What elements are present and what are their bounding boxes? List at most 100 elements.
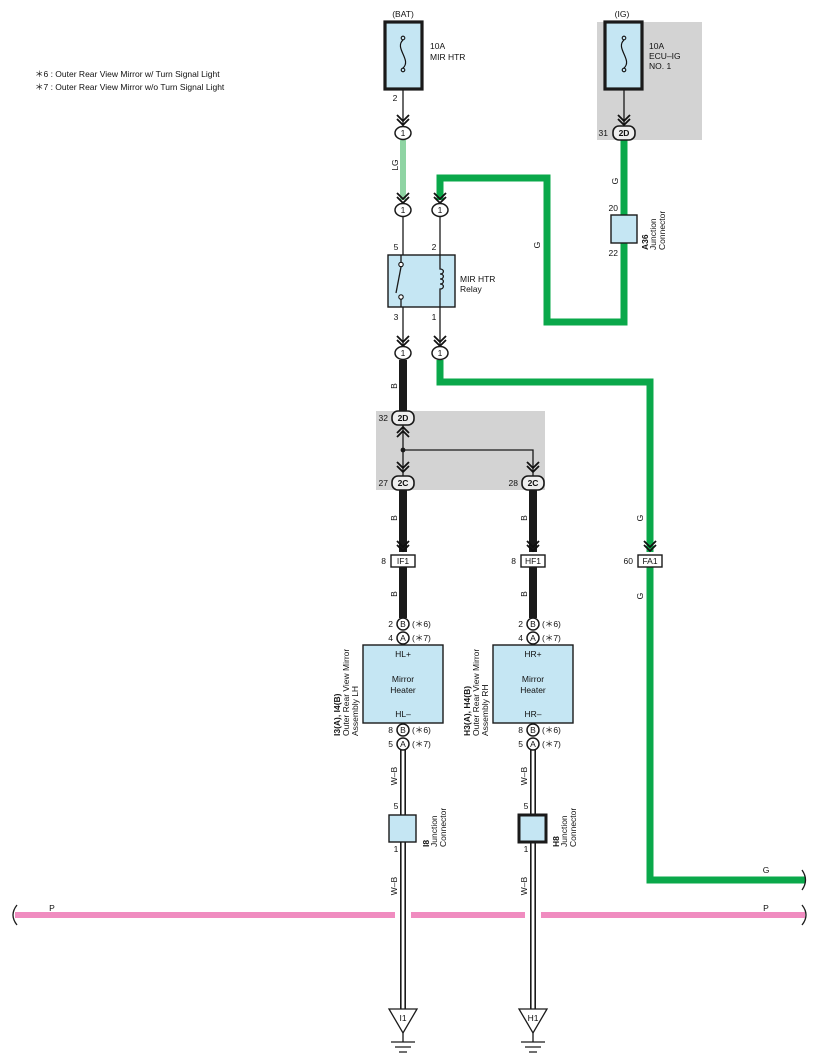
heater-rh-bot-b-id: B [530,725,536,735]
heater-rh-top-b-note: (＊6) [542,619,561,629]
wire-label-b-4: B [389,591,399,597]
wire-g-end-mark [801,869,807,891]
connector-1-top-id: 1 [401,128,406,138]
ground-i1: I1 [387,1008,419,1053]
wire-g-relay-coil-feed [436,174,628,326]
connector-2c-left-id: 2C [398,478,409,488]
relay-pin-3: 3 [394,312,399,322]
heater-lh-top-connector-b: B [396,617,410,631]
connector-fa1-pin: 60 [624,556,634,566]
wire-label-p-2: P [763,903,769,913]
connector-1-low-left: 1 [394,335,412,361]
wire-p-left-end-mark [12,904,18,926]
i8-pin-out: 1 [394,844,399,854]
fuse-mir-htr-pin: 2 [393,93,398,103]
heater-rh-bot-b-pin: 8 [518,725,523,735]
i8-code: I8 [421,840,431,847]
h8-label: Junction [559,815,569,847]
heater-lh-top-b-pin: 2 [388,619,393,629]
heater-rh-bottom-connector-b: B [526,723,540,737]
a36-pin-in: 20 [609,203,619,213]
relay-mir-htr [387,254,456,308]
a36-code: A36 [640,234,650,250]
connector-1-low-left-id: 1 [401,348,406,358]
h8-pin-in: 5 [524,801,529,811]
fuse-ecu-ig-name2: NO. 1 [649,61,671,71]
chevron-down-icon [396,540,410,553]
wire-label-g-5: G [763,865,770,875]
connector-fa1-id: FA1 [642,556,657,566]
heater-rh-code: H3(A), H4(B) [462,686,472,736]
fuse-icon [620,39,628,69]
heater-lh-body: Mirror [392,674,414,684]
fuse-icon [399,39,407,69]
wire-g-fa1-out [646,567,805,884]
heater-lh-body2: Heater [390,685,416,695]
relay-name: MIR HTR [460,274,495,284]
i8-label2: Connector [438,808,448,847]
fuse-ecu-ig-rating: 10A [649,41,664,51]
heater-lh-top-b-note: (＊6) [412,619,431,629]
junction-connector-i8 [388,814,417,843]
heater-rh-bot-a-pin: 5 [518,739,523,749]
heater-lh-name2: Assembly LH [350,686,360,736]
heater-rh-plus: HR+ [524,649,541,659]
wire-label-b-3: B [519,515,529,521]
heater-lh-top-a-id: A [400,633,406,643]
heater-lh-top-connector-a: A [396,631,410,645]
connector-2c-left-pin: 27 [379,478,389,488]
bat-label: (BAT) [392,9,414,19]
heater-rh-bot-a-id: A [530,739,536,749]
connector-2c-right: 2C [521,461,545,491]
connector-2c-right-pin: 28 [509,478,519,488]
wire-label-wb-4: W–B [519,876,529,895]
wire-label-g-4: G [635,593,645,600]
ground-icon [391,1033,415,1053]
heater-rh-top-b-pin: 2 [518,619,523,629]
wire-label-b-5: B [519,591,529,597]
wire-g-to-fa1 [436,360,654,552]
connector-hf1: HF1 [520,540,546,568]
heater-rh-box [492,644,574,724]
connector-hf1-pin: 8 [511,556,516,566]
heater-rh-name: Outer Rear View Mirror [471,649,481,736]
relay-pin-1: 1 [432,312,437,322]
connector-2d-top: 2D [612,114,636,141]
connector-2d-mid-id: 2D [398,413,409,423]
wire-label-g-2: G [532,242,542,249]
chevron-up-icon [396,425,410,438]
heater-lh-name: Outer Rear View Mirror [341,649,351,736]
fuse-mir-htr-rating: 10A [430,41,445,51]
connector-1-mid-right-id: 1 [438,205,443,215]
note-6: ＊6 : Outer Rear View Mirror w/ Turn Sign… [35,69,220,79]
fuse-ecu-ig-name: ECU–IG [649,51,681,61]
wire-label-b-1: B [389,383,399,389]
chevron-down-icon [617,114,631,127]
h8-pin-out: 1 [524,844,529,854]
connector-1-top: 1 [394,114,412,141]
heater-rh-name2: Assembly RH [480,685,490,736]
ground-icon [521,1033,545,1053]
connector-if1-pin: 8 [381,556,386,566]
fuse-mir-htr [383,20,424,91]
wire-label-wb-3: W–B [389,876,399,895]
heater-lh-top-b-id: B [400,619,406,629]
relay-pin-2: 2 [432,242,437,252]
splice-point [400,447,406,453]
connector-fa1: FA1 [637,540,663,568]
relay-pin-5: 5 [394,242,399,252]
heater-lh-bot-b-id: B [400,725,406,735]
connector-2d-top-pin: 31 [599,128,609,138]
chevron-down-icon [526,461,540,474]
heater-rh-top-b-id: B [530,619,536,629]
wire-label-p-1: P [49,903,55,913]
connector-1-mid-right: 1 [431,192,449,218]
heater-lh-bot-a-note: (＊7) [412,739,431,749]
connector-1-mid-left: 1 [394,192,412,218]
connector-1-mid-left-id: 1 [401,205,406,215]
wire-label-b-2: B [389,515,399,521]
connector-2d-mid-pin: 32 [379,413,389,423]
heater-lh-bot-a-id: A [400,739,406,749]
heater-lh-minus: HL– [395,709,411,719]
heater-lh-bot-a-pin: 5 [388,739,393,749]
